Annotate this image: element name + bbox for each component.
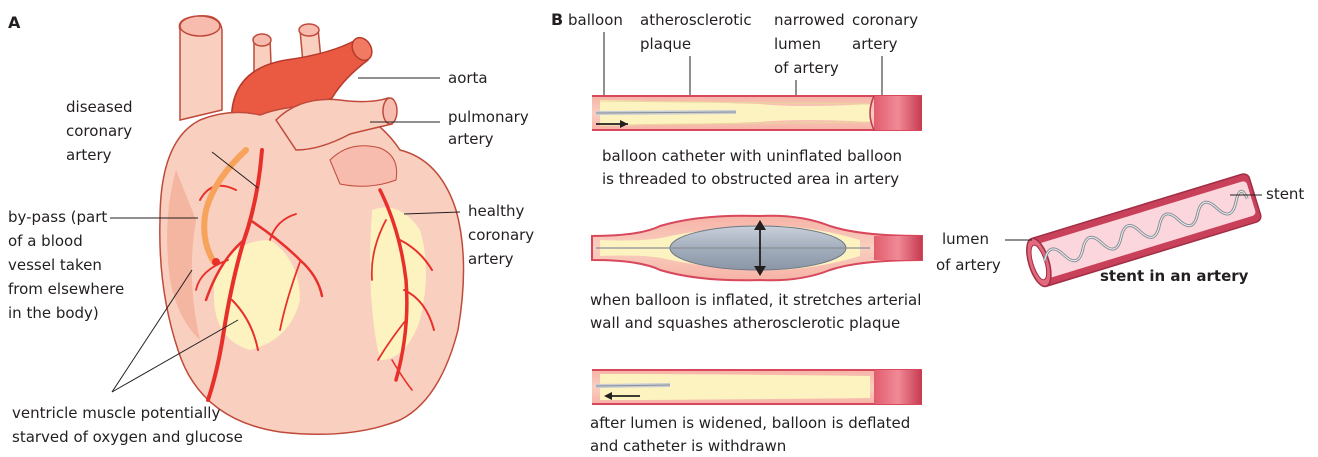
label-atherosclerotic-plaque: atherosclerotic plaque [640,11,756,53]
label-aorta: aorta [448,69,488,87]
panel-b-letter: B [551,10,563,29]
label-narrowed-lumen: narrowed lumen of artery [774,11,849,77]
artery-step1 [592,96,922,130]
label-pulmonary-artery: pulmonary artery [448,108,534,148]
label-ventricle-muscle: ventricle muscle potentially starved of … [12,404,243,446]
caption-step3: after lumen is widened, balloon is defla… [590,414,915,455]
caption-step2: when balloon is inflated, it stretches a… [590,291,926,332]
label-healthy-coronary-artery: healthy coronary artery [468,202,539,268]
caption-step1: balloon catheter with uninflated balloon… [602,147,907,188]
label-coronary-artery: coronary artery [852,11,923,53]
label-diseased-coronary-artery: diseased coronary artery [66,98,137,164]
label-lumen-of-artery: lumen of artery [936,230,1001,274]
label-stent: stent [1266,185,1304,203]
artery-step3 [592,370,922,404]
label-bypass: by-pass (part of a blood vessel taken fr… [8,208,129,322]
caption-stent: stent in an artery [1100,267,1249,285]
panel-a-letter: A [8,13,21,32]
artery-step2 [592,216,922,281]
label-balloon: balloon [568,11,623,29]
heart-illustration [160,16,464,435]
